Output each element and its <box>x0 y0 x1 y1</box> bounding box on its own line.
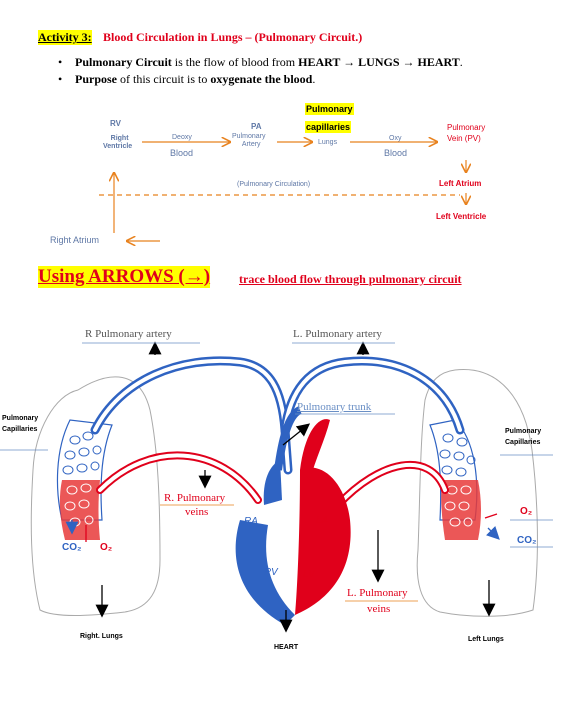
label-l-pulmonary-veins-1: L. Pulmonary <box>347 587 408 599</box>
label-co2-left: CO₂ <box>62 542 82 553</box>
label-right-lungs: Right. Lungs <box>80 633 123 640</box>
label-rv: RV <box>264 567 278 578</box>
definition-list: Pulmonary Circuit is the flow of blood f… <box>58 54 463 88</box>
bullet-purpose: Purpose of this circuit is to oxygenate … <box>58 71 463 88</box>
bullet-text: of this circuit is to <box>117 72 211 86</box>
label-la: LA <box>316 515 329 526</box>
activity-title: Blood Circulation in Lungs – (Pulmonary … <box>103 30 363 44</box>
flow-circulation-caption: (Pulmonary Circulation) <box>237 181 311 188</box>
flow-rv-abbr: RV <box>110 119 121 128</box>
pulmonary-arteries <box>90 356 465 475</box>
flow-blood-1: Blood <box>170 148 194 158</box>
flow-rv-line1: Right <box>110 135 129 142</box>
label-left-lungs: Left Lungs <box>468 636 504 643</box>
label-pulmonary-trunk: Pulmonary trunk <box>297 401 372 413</box>
activity-label: Activity 3: <box>38 30 92 45</box>
flow-pa-line1: Pulmonary <box>232 133 266 140</box>
flow-oxy: Oxy <box>389 135 402 142</box>
label-r-pulmonary-veins-2: veins <box>185 506 209 518</box>
pulmonary-veins <box>96 451 449 509</box>
label-o2-right: O₂ <box>520 506 533 517</box>
bullet-pulmonary-circuit: Pulmonary Circuit is the flow of blood f… <box>58 54 463 71</box>
left-capillary-bed <box>56 419 113 540</box>
arrow-trunk <box>282 423 311 446</box>
bullet-term: Purpose <box>75 72 117 86</box>
section-subheading: trace blood flow through pulmonary circu… <box>239 272 462 286</box>
caps-right-line1: Pulmonary <box>505 428 542 435</box>
bullet-emphasis: oxygenate the blood <box>210 72 313 86</box>
label-co2-right: CO₂ <box>517 535 537 546</box>
flow-pa-line2: Artery <box>241 141 261 148</box>
label-r-pulmonary-veins-1: R. Pulmonary <box>164 492 226 504</box>
flow-pa-abbr: PA <box>251 122 262 131</box>
o2-right-stem <box>484 513 498 519</box>
flow-left-ventricle: Left Ventricle <box>436 212 487 221</box>
label-ra: RA <box>244 516 258 527</box>
flow-capillaries-line2: capillaries <box>305 121 352 133</box>
label-l-pulmonary-artery: L. Pulmonary artery <box>293 328 382 340</box>
flow-right-atrium: Right Atrium <box>50 235 100 245</box>
flow-pv-line2: Vein (PV) <box>447 134 481 143</box>
caps-left-line2: Capillaries <box>2 426 38 433</box>
heart <box>235 406 351 625</box>
bullet-text: is the flow of blood from <box>171 55 299 69</box>
bullet-end: . <box>459 55 463 69</box>
label-heart: HEART <box>274 644 299 651</box>
bullet-term: Pulmonary Circuit <box>75 55 172 69</box>
label-o2-left: O₂ <box>100 542 113 553</box>
right-lung-outline <box>30 376 161 616</box>
label-lv: LV <box>303 569 315 580</box>
caps-left-line1: Pulmonary <box>2 415 39 422</box>
label-r-pulmonary-artery: R Pulmonary artery <box>85 328 172 340</box>
left-lung-outline <box>416 369 538 617</box>
bullet-emphasis: HEART → LUNGS → HEART <box>298 55 460 69</box>
flow-lungs: Lungs <box>318 139 338 146</box>
flow-deoxy: Deoxy <box>172 134 192 141</box>
arrow-co2-right <box>486 526 500 540</box>
right-capillary-bed <box>429 419 481 540</box>
label-l-pulmonary-veins-2: veins <box>367 603 391 615</box>
section-heading: Using ARROWS (→) <box>38 266 211 288</box>
flow-left-atrium: Left Atrium <box>439 179 482 188</box>
flow-blood-2: Blood <box>384 148 408 158</box>
flow-pv-line1: Pulmonary <box>447 123 486 132</box>
caps-right-line2: Capillaries <box>505 439 541 446</box>
flow-capillaries-line1: Pulmonary <box>305 103 354 115</box>
bullet-end: . <box>312 72 316 86</box>
flow-rv-line2: Ventricle <box>103 143 133 150</box>
